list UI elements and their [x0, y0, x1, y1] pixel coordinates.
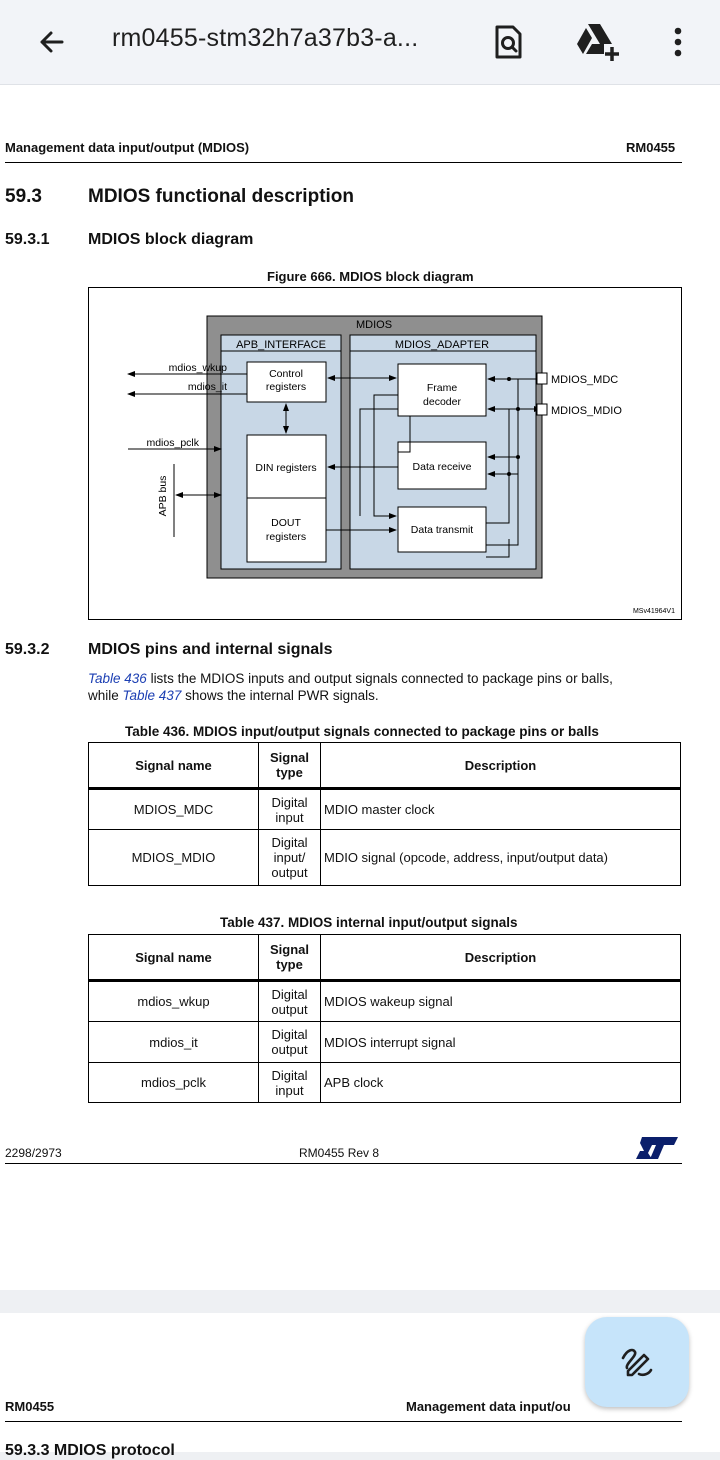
document-revision: RM0455 Rev 8 [299, 1146, 380, 1160]
mdc-pin [536, 372, 548, 385]
data-receive-label: Data receive [413, 461, 472, 473]
header-rule-2 [5, 1421, 682, 1422]
table-row: MDIOS_MDC Digital input MDIO master cloc… [88, 788, 681, 830]
dout-registers-label1: DOUT [271, 517, 301, 529]
control-registers-label2: registers [266, 381, 306, 393]
mdc-pin-label: MDIOS_MDC [551, 374, 618, 386]
signal-mdios-it: mdios_it [188, 381, 227, 393]
paragraph-line-2: while Table 437 shows the internal PWR s… [88, 688, 379, 703]
subsection-number-2: 59.3.2 [5, 641, 50, 658]
table-header: Signal type [258, 934, 321, 982]
header-rule [5, 162, 682, 163]
add-to-drive-icon[interactable] [574, 20, 622, 64]
running-header-right-2: Management data input/ou [406, 1399, 571, 1414]
din-registers-box [246, 434, 327, 499]
edit-pencil-icon [621, 1348, 653, 1377]
app-bar: rm0455-stm32h7a37b3-a... [0, 0, 720, 85]
subsection-number: 59.3.1 [5, 231, 50, 248]
more-vert-icon[interactable] [660, 22, 696, 62]
dout-registers-label2: registers [266, 531, 306, 543]
data-transmit-label: Data transmit [411, 524, 474, 536]
table-436: Signal name Signal type Description MDIO… [88, 742, 681, 886]
arrow-left-icon[interactable] [32, 22, 72, 62]
apb-interface-label: APB_INTERFACE [236, 339, 326, 351]
signal-mdios-wkup: mdios_wkup [169, 362, 228, 374]
table-row: MDIOS_MDIO Digital input/ output MDIO si… [88, 829, 681, 886]
running-header-right: RM0455 [626, 140, 676, 155]
annotate-fab[interactable] [585, 1317, 689, 1407]
control-registers-label1: Control [269, 368, 303, 380]
table-header: Description [320, 742, 681, 790]
data-receive-box [397, 441, 487, 490]
table-437-link[interactable]: Table 437 [122, 688, 182, 703]
table-437-caption: Table 437. MDIOS internal input/output s… [220, 915, 518, 930]
table-header: Signal name [88, 934, 259, 982]
figure-code: MSv41964V1 [633, 608, 675, 615]
subsection-title-2: MDIOS pins and internal signals [88, 641, 333, 658]
pdf-page: Management data input/output (MDIOS) RM0… [0, 85, 720, 1290]
table-row: mdios_pclk Digital input APB clock [88, 1062, 681, 1103]
dout-registers-box [246, 497, 327, 563]
frame-decoder-box [397, 363, 487, 417]
table-436-link[interactable]: Table 436 [88, 671, 147, 686]
next-heading: 59.3.3 MDIOS protocol [5, 1442, 175, 1459]
table-436-caption: Table 436. MDIOS input/output signals co… [125, 724, 599, 739]
section-title: MDIOS functional description [88, 186, 355, 207]
data-transmit-box [397, 506, 487, 553]
mdio-pin [536, 403, 548, 416]
st-logo [636, 1137, 678, 1159]
mdio-pin-label: MDIOS_MDIO [551, 405, 622, 417]
table-row: mdios_wkup Digital output MDIOS wakeup s… [88, 980, 681, 1022]
table-437: Signal name Signal type Description mdio… [88, 934, 681, 1103]
signal-mdios-pclk: mdios_pclk [146, 437, 199, 449]
mdios-adapter-label: MDIOS_ADAPTER [395, 339, 489, 351]
block-diagram: MDIOS APB_INTERFACE MDIOS_ADAPTER Contro… [88, 287, 682, 620]
frame-decoder-label2: decoder [423, 396, 461, 408]
footer-rule [5, 1163, 682, 1164]
figure-caption: Figure 666. MDIOS block diagram [267, 269, 474, 284]
apb-bus-label: APB bus [157, 476, 169, 517]
control-registers-box [246, 361, 327, 403]
running-header-left-2: RM0455 [5, 1399, 55, 1414]
section-number: 59.3 [5, 186, 42, 207]
din-registers-label: DIN registers [255, 462, 316, 474]
document-title: rm0455-stm32h7a37b3-a... [112, 24, 419, 52]
subsection-title: MDIOS block diagram [88, 231, 254, 248]
mdios-label: MDIOS [356, 319, 392, 331]
table-header: Signal name [88, 742, 259, 790]
frame-decoder-label1: Frame [427, 382, 457, 394]
table-row: mdios_it Digital output MDIOS interrupt … [88, 1021, 681, 1063]
find-in-page-icon[interactable] [488, 22, 528, 62]
table-header: Description [320, 934, 681, 982]
page-number: 2298/2973 [5, 1146, 62, 1160]
paragraph-line-1: Table 436 lists the MDIOS inputs and out… [88, 671, 613, 686]
running-header-left: Management data input/output (MDIOS) [5, 140, 250, 155]
table-header: Signal type [258, 742, 321, 790]
